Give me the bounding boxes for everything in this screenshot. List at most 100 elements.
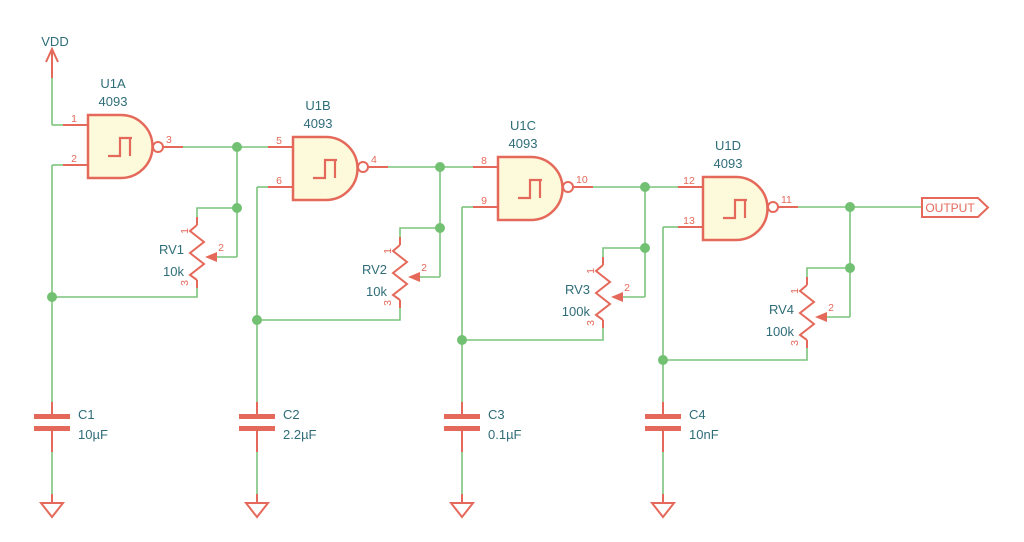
pin-number: 6 (276, 175, 282, 187)
wiper-arrow-icon (408, 272, 420, 282)
potentiometer-rv1[interactable]: RV1 10k 1 2 3 (159, 217, 224, 288)
cap-plate (34, 414, 70, 419)
junction-dot (640, 243, 650, 253)
pot-ref: RV2 (362, 262, 387, 277)
inversion-bubble (562, 181, 574, 193)
pin-number: 3 (585, 320, 597, 326)
resistor-zigzag (188, 224, 206, 281)
capacitor-c3[interactable]: C3 0.1µF (444, 402, 522, 452)
pot-value: 100k (562, 304, 591, 319)
ground-symbol[interactable] (448, 494, 476, 519)
vdd-label: VDD (41, 34, 68, 49)
gate-ref: U1C (510, 118, 536, 133)
wiper-arrow-icon (611, 292, 623, 302)
pin-number: 2 (421, 262, 427, 274)
junction-dot (47, 292, 57, 302)
cap-value: 10µF (78, 427, 108, 442)
cap-ref: C3 (488, 407, 505, 422)
pin-number: 10 (576, 174, 588, 186)
wire (399, 227, 440, 237)
pin-number: 3 (179, 280, 191, 286)
wires (51, 78, 922, 494)
output-flag-shape (921, 197, 990, 218)
junction-dot (658, 355, 668, 365)
nand-gate-u1c[interactable]: U1C 4093 8 9 10 (473, 118, 593, 222)
capacitor-c2[interactable]: C2 2.2µF (239, 402, 317, 452)
pot-ref: RV3 (565, 282, 590, 297)
pin-number: 2 (624, 282, 630, 294)
ground-triangle-icon (649, 502, 677, 519)
cap-value: 2.2µF (283, 427, 317, 442)
capacitor-c1[interactable]: C1 10µF (34, 402, 108, 452)
ground-symbol[interactable] (243, 494, 271, 519)
inversion-bubble (357, 161, 369, 173)
vdd-power-symbol[interactable]: VDD (41, 34, 69, 78)
pin-number: 2 (218, 242, 224, 254)
capacitor-c4[interactable]: C4 10nF (645, 402, 719, 452)
potentiometer-rv3[interactable]: RV3 100k 1 2 3 (562, 257, 630, 328)
ground-symbol[interactable] (38, 494, 66, 519)
pin-number: 9 (481, 195, 487, 207)
pin-number: 13 (683, 215, 695, 227)
junction-dots (47, 142, 855, 365)
junction-dot (435, 223, 445, 233)
ground-symbol[interactable] (649, 494, 677, 519)
pin-number: 4 (371, 154, 377, 166)
gate-part: 4093 (99, 94, 128, 109)
resistor-zigzag (798, 284, 816, 341)
nand-gate-u1b[interactable]: U1B 4093 5 6 4 (268, 98, 388, 202)
schmitt-hysteresis-icon (313, 158, 337, 180)
ground-triangle-icon (448, 502, 476, 519)
nand-gate-u1d[interactable]: U1D 4093 12 13 11 (678, 138, 798, 242)
junction-dot (232, 142, 242, 152)
output-label: OUTPUT (925, 201, 975, 215)
wire (257, 308, 401, 321)
nand-gate-u1a[interactable]: U1A 4093 1 2 3 (63, 76, 183, 180)
pin-number: 1 (789, 288, 801, 294)
pin-number: 1 (179, 228, 191, 234)
pin-number: 2 (828, 302, 834, 314)
schmitt-hysteresis-icon (518, 178, 542, 200)
pin-number: 1 (71, 113, 77, 125)
pin-number: 8 (481, 155, 487, 167)
wiper-arrow-icon (205, 252, 217, 262)
wire (462, 328, 604, 341)
junction-dot (435, 162, 445, 172)
wire (602, 247, 645, 257)
pot-ref: RV4 (769, 302, 794, 317)
gate-part: 4093 (714, 156, 743, 171)
gate-ref: U1A (100, 76, 126, 91)
cap-plate (34, 426, 70, 431)
potentiometer-rv2[interactable]: RV2 10k 1 2 3 (362, 237, 427, 308)
cap-plate (645, 414, 681, 419)
pot-value: 100k (766, 324, 795, 339)
pin-number: 2 (71, 153, 77, 165)
pin-number: 1 (585, 268, 597, 274)
inversion-bubble (152, 141, 164, 153)
pin-number: 3 (382, 300, 394, 306)
vdd-arrow-head (45, 46, 59, 63)
pot-value: 10k (366, 284, 387, 299)
wiper-arrow-icon (815, 312, 827, 322)
junction-dot (845, 202, 855, 212)
cap-plate (645, 426, 681, 431)
cap-ref: C2 (283, 407, 300, 422)
junction-dot (457, 335, 467, 345)
gate-ref: U1D (715, 138, 741, 153)
wire (52, 288, 198, 298)
wire (806, 267, 850, 277)
cap-plate (444, 426, 480, 431)
output-flag[interactable]: OUTPUT (921, 197, 990, 218)
potentiometer-rv4[interactable]: RV4 100k 1 2 3 (766, 277, 834, 348)
wire (663, 348, 808, 361)
schmitt-hysteresis-icon (108, 136, 132, 158)
pin-number: 12 (683, 175, 695, 187)
resistor-zigzag (391, 244, 409, 301)
junction-dot (640, 182, 650, 192)
cap-plate (239, 414, 275, 419)
ground-triangle-icon (38, 502, 66, 519)
pin-number: 3 (166, 134, 172, 146)
wire (196, 207, 237, 217)
